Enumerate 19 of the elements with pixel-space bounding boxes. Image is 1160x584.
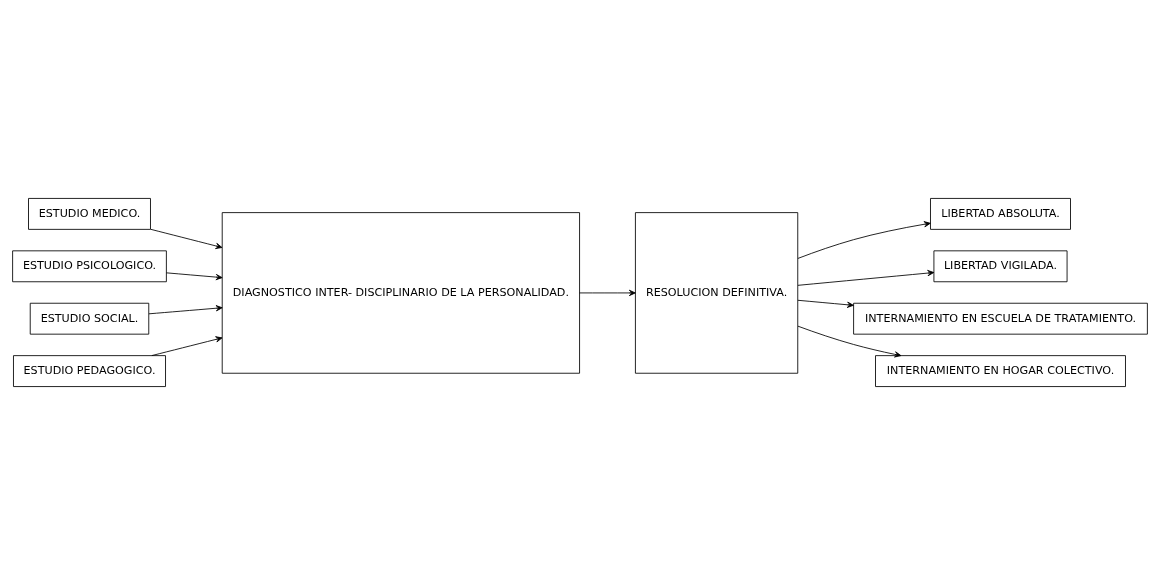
node-box: INTERNAMIENTO EN HOGAR COLECTIVO. [875,354,1126,387]
node-box: ESTUDIO SOCIAL. [29,302,150,335]
node-box: INTERNAMIENTO EN ESCUELA DE TRATAMIENTO. [853,302,1148,335]
node-box: DIAGNOSTICO INTER- DISCIPLINARIO DE LA PERSONALIDAD. [221,211,580,374]
node-box: LIBERTAD ABSOLUTA. [930,197,1071,230]
arrow [797,220,931,259]
arrow [579,289,636,296]
node-box: LIBERTAD VIGILADA. [933,249,1068,282]
node-box: RESOLUCION DEFINITIVA. [635,211,799,374]
arrow [797,269,935,286]
node-box: ESTUDIO PEDAGOGICO. [13,354,166,387]
arrow [148,304,223,314]
arrow [166,271,223,280]
arrow [797,325,902,357]
node-box: ESTUDIO MEDICO. [28,197,151,230]
arrow [797,299,854,308]
arrow [150,228,223,249]
arrow [151,335,223,356]
node-box: ESTUDIO PSICOLOGICO. [12,249,167,282]
